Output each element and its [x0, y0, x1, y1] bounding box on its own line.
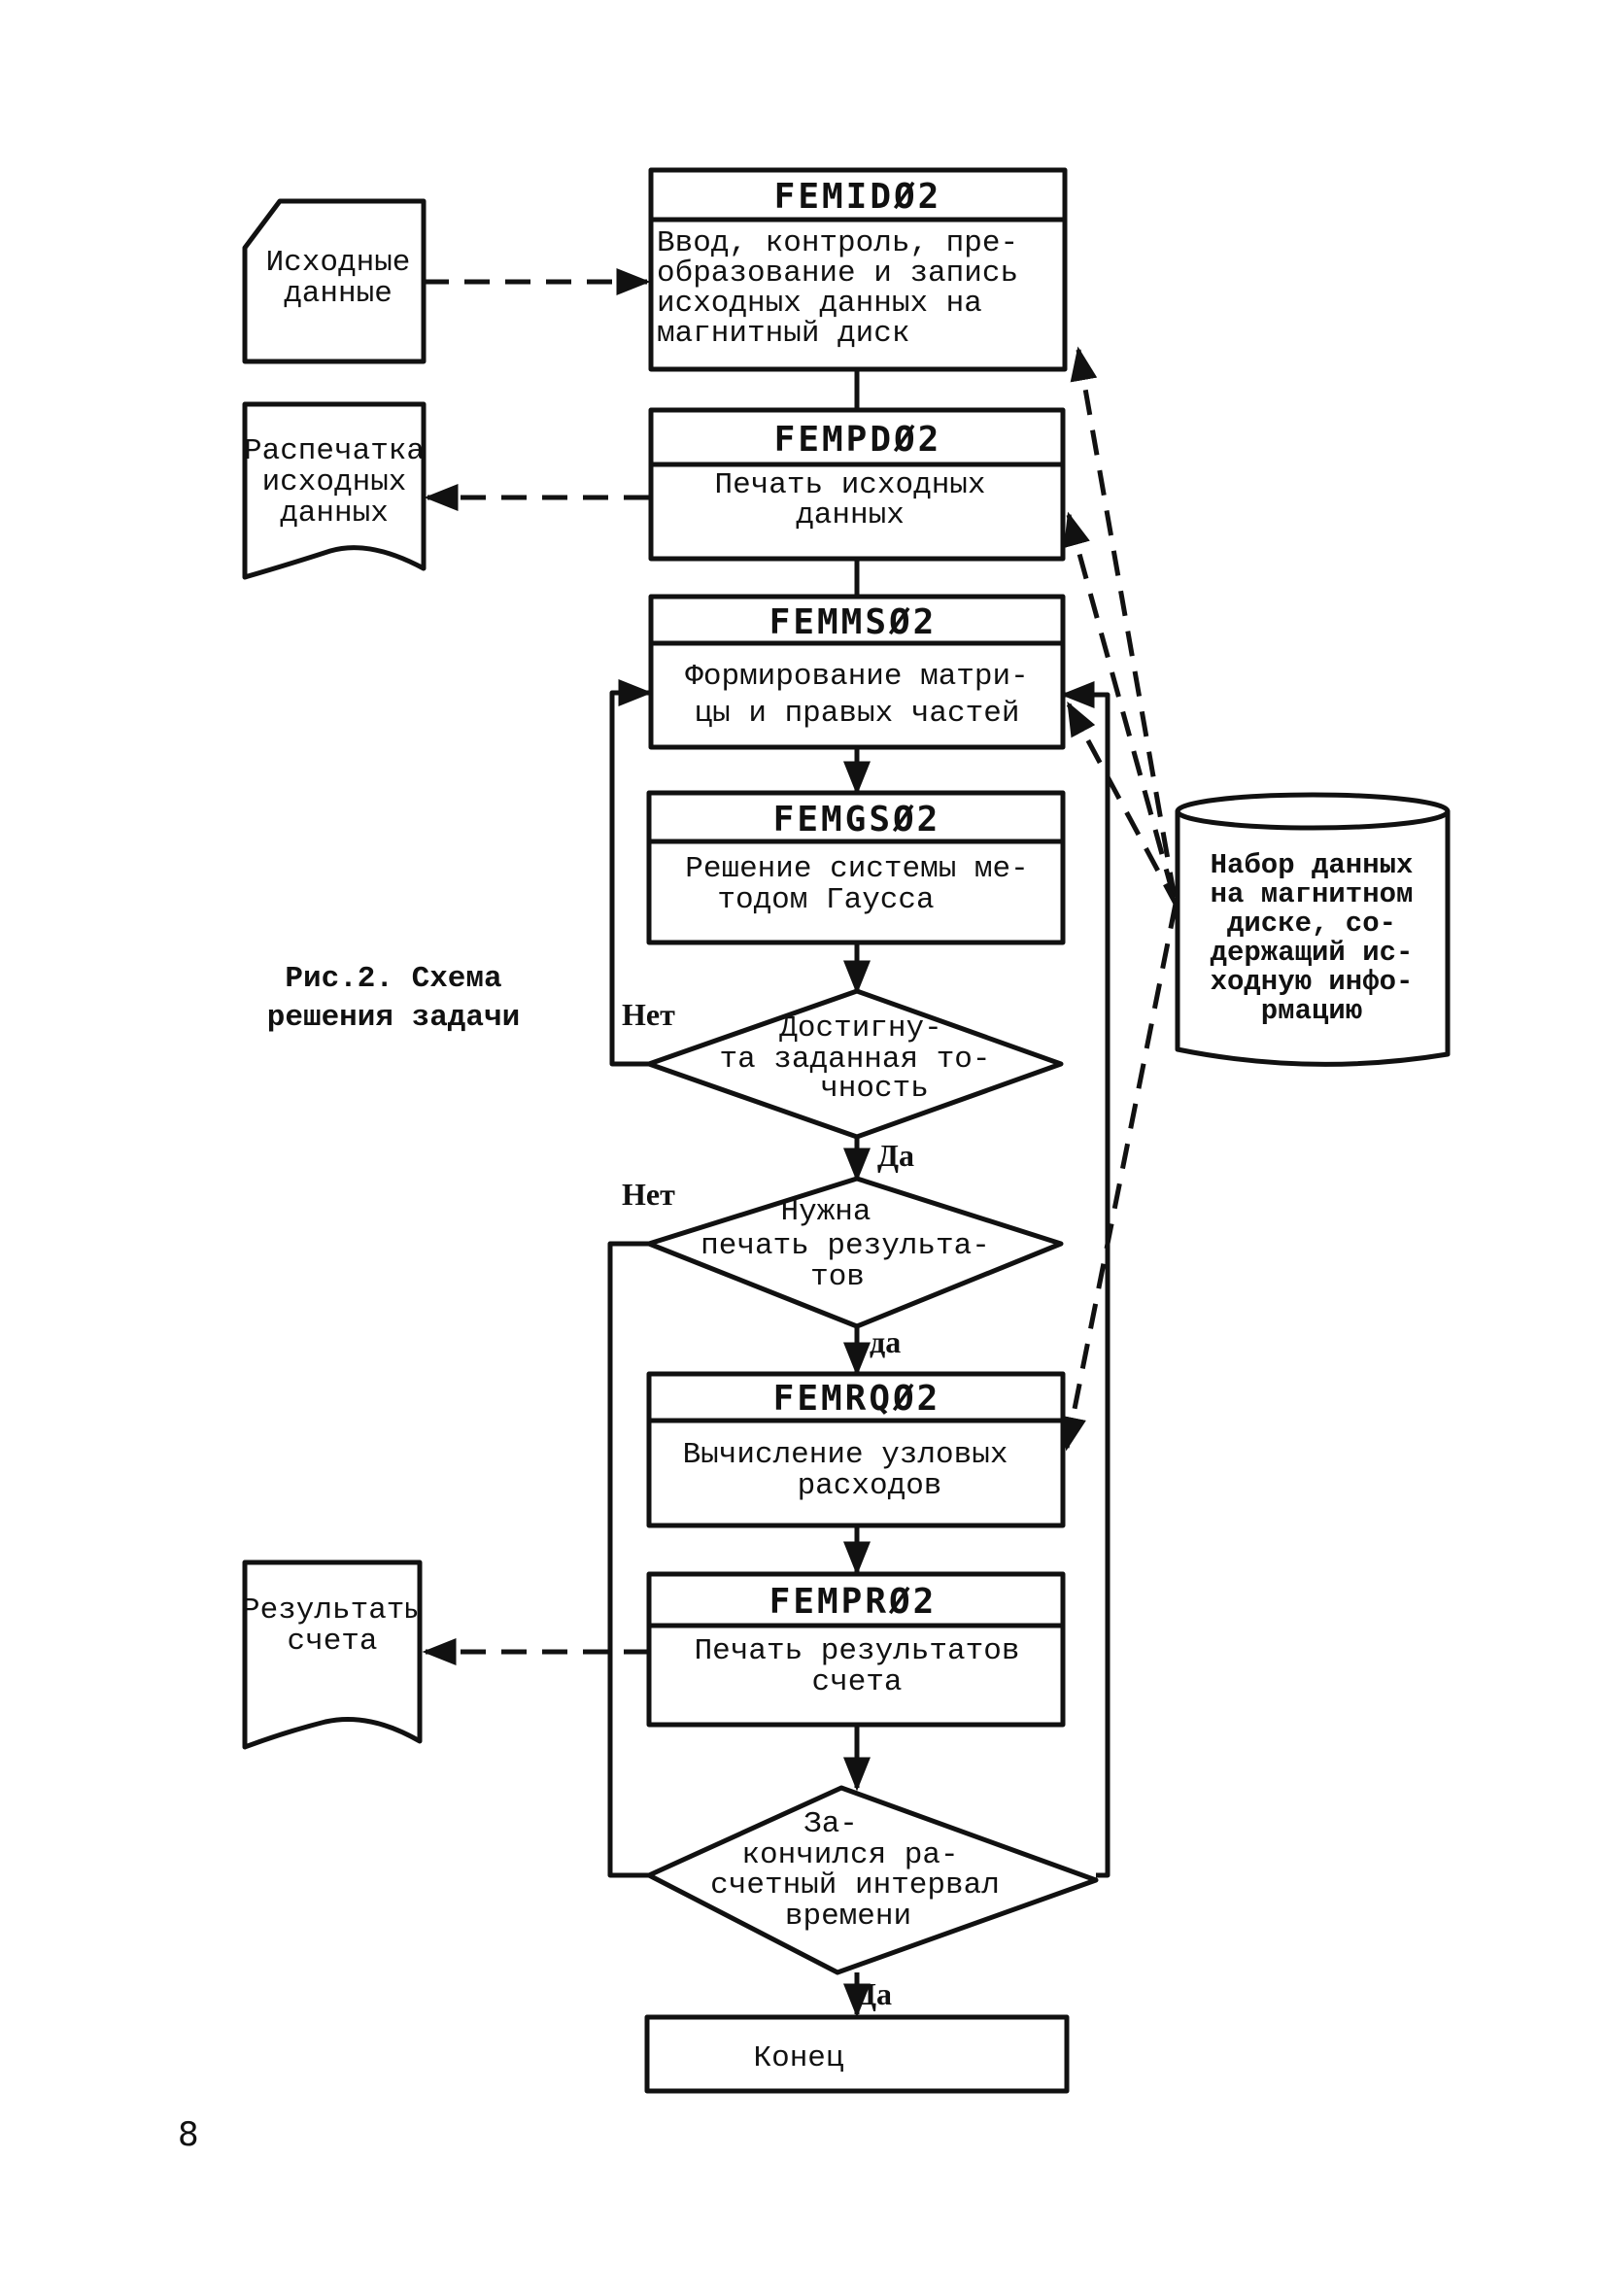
- figure-caption: Рис.2. Схема решения задачи: [267, 962, 520, 1035]
- terminal-label: Конец: [753, 2041, 843, 2075]
- printout-results-document: Результаты счета: [242, 1559, 423, 1750]
- block-line-1: Формирование матри-: [685, 660, 1028, 694]
- block-line-1: Вычисление узловых: [683, 1438, 1008, 1472]
- disk-line-5: ходную инфо-: [1211, 966, 1414, 998]
- results-line-1: Результаты: [242, 1593, 423, 1628]
- block-line-3: исходных данных на: [657, 287, 982, 321]
- process-block-femgs02: FEMGSØ2 Решение системы ме- тодом Гаусса: [646, 790, 1066, 945]
- block-frame: [646, 1571, 1066, 1728]
- block-frame: [646, 1371, 1066, 1528]
- document-shape: [242, 401, 427, 580]
- process-block-fempd02: FEMPDØ2 Печать исходных данных: [648, 407, 1066, 562]
- page-number: 8: [178, 2115, 199, 2154]
- dash-disk-to-ms: [1066, 701, 1179, 906]
- decision-no-label: Нет: [622, 997, 675, 1032]
- block-line-2: цы и правых частей: [695, 697, 1020, 731]
- caption-line-2: решения задачи: [267, 1001, 520, 1035]
- decision-line-3: счетный интервал: [710, 1868, 1000, 1902]
- block-line-2: расходов: [798, 1469, 942, 1503]
- decision-line-1: Нужна: [780, 1195, 871, 1229]
- diamond-shape: [646, 988, 1064, 1140]
- block-line-2: счета: [811, 1665, 902, 1699]
- terminal-end: Конец: [644, 2014, 1070, 2094]
- caption-line-1: Рис.2. Схема: [285, 962, 501, 996]
- dash-disk-to-pd: [1063, 511, 1179, 905]
- decision-line-2: печать результа-: [700, 1229, 990, 1263]
- block-line-4: магнитный диск: [657, 317, 909, 351]
- input-data-card: Исходные данные: [242, 198, 427, 364]
- decision-line-3: чность: [820, 1072, 929, 1106]
- printout-line-2: исходных: [262, 465, 407, 499]
- block-line-1: Решение системы ме-: [685, 852, 1028, 886]
- diamond-shape: [646, 1176, 1064, 1329]
- dash-id-to-disk: [1070, 346, 1179, 905]
- loop-print-no: [607, 1241, 649, 1878]
- block-frame: [648, 407, 1066, 562]
- input-line-2: данные: [284, 277, 393, 311]
- data-flow-lines: [422, 268, 1179, 1665]
- flow-connectors: [607, 369, 1111, 2018]
- cylinder-body: [1175, 811, 1451, 1067]
- process-block-femms02: FEMMSØ2 Формирование матри- цы и правых …: [648, 594, 1066, 750]
- block-frame: [648, 167, 1068, 372]
- disk-line-4: держащий ис-: [1211, 937, 1414, 969]
- decision-accuracy: Достигну- та заданная то- чность Нет Да: [622, 988, 1064, 1173]
- input-line-1: Исходные: [266, 246, 411, 280]
- decision-print-needed: Нужна печать результа- тов Нет да: [622, 1176, 1064, 1359]
- dash-disk-to-rq: [1059, 903, 1179, 1452]
- disk-line-2: на магнитном: [1211, 878, 1414, 910]
- loop-accuracy-no: [609, 679, 653, 1067]
- block-title: FEMRQØ2: [773, 1379, 941, 1419]
- disk-line-6: рмацию: [1261, 995, 1362, 1027]
- block-frame: [648, 594, 1066, 750]
- decision-yes-label: да: [870, 1324, 901, 1359]
- decision-line-3: тов: [810, 1260, 865, 1294]
- decision-yes-label: Да: [855, 1976, 892, 2011]
- printout-line-1: Распечатка: [244, 434, 425, 468]
- decision-yes-label: Да: [877, 1138, 914, 1173]
- terminal-frame: [644, 2014, 1070, 2094]
- decision-line-1: За-: [803, 1807, 858, 1841]
- punch-card-shape: [242, 198, 427, 364]
- decision-line-4: времени: [785, 1900, 911, 1934]
- block-line-2: образование и запись: [657, 257, 1018, 291]
- document-shape: [242, 1559, 423, 1750]
- process-block-femid02: FEMIDØ2 Ввод, контроль, пре- образование…: [648, 167, 1068, 372]
- process-block-femrq02: FEMRQØ2 Вычисление узловых расходов: [646, 1371, 1066, 1528]
- decision-line-2: кончился ра-: [741, 1838, 958, 1872]
- decision-no-label: Нет: [622, 1177, 675, 1212]
- disk-dataset-cylinder: Набор данных на магнитном диске, со- дер…: [1175, 792, 1451, 1067]
- block-line-2: тодом Гаусса: [717, 883, 934, 917]
- disk-line-3: диске, со-: [1227, 908, 1396, 940]
- block-title: FEMGSØ2: [773, 800, 941, 840]
- printout-line-3: данных: [280, 497, 389, 531]
- process-block-fempr02: FEMPRØ2 Печать результатов счета: [646, 1571, 1066, 1728]
- decision-line-1: Достигну-: [779, 1011, 941, 1045]
- block-title: FEMPRØ2: [769, 1582, 938, 1622]
- block-title: FEMIDØ2: [774, 177, 942, 217]
- disk-line-1: Набор данных: [1211, 849, 1414, 881]
- loop-interval-no: [1060, 681, 1111, 1878]
- block-title: FEMMSØ2: [769, 602, 938, 642]
- block-title: FEMPDØ2: [774, 420, 942, 460]
- block-line-2: данных: [796, 498, 905, 532]
- decision-interval-done: За- кончился ра- счетный интервал времен…: [646, 1785, 1099, 2011]
- block-line-1: Печать результатов: [695, 1634, 1020, 1668]
- block-line-1: Печать исходных: [714, 468, 985, 502]
- diamond-shape: [646, 1785, 1099, 1975]
- block-line-1: Ввод, контроль, пре-: [657, 226, 1018, 260]
- block-frame: [646, 790, 1066, 945]
- decision-line-2: та заданная то-: [719, 1043, 990, 1077]
- results-line-2: счета: [287, 1625, 377, 1659]
- printout-input-document: Распечатка исходных данных: [242, 401, 427, 580]
- cylinder-top: [1175, 792, 1451, 831]
